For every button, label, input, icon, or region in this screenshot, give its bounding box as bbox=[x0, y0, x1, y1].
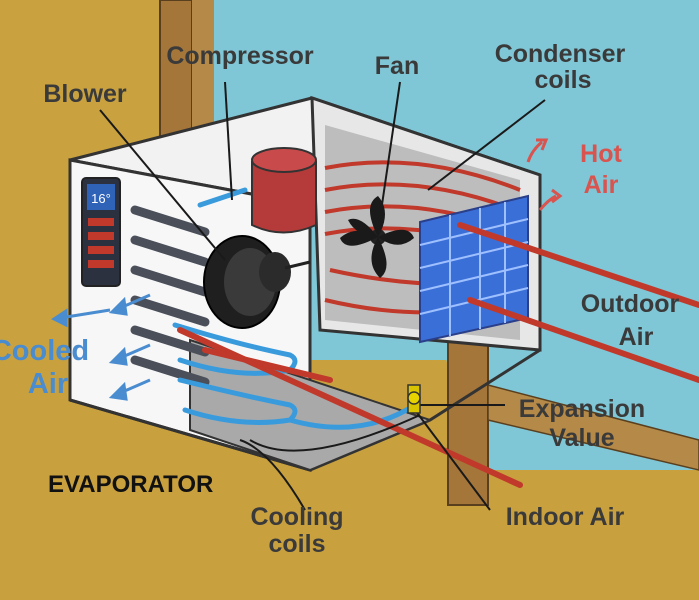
label-expansion-line1: Expansion bbox=[519, 395, 645, 423]
label-blower: Blower bbox=[43, 80, 127, 108]
label-hot-air-line2: Air bbox=[584, 171, 619, 199]
compressor-top bbox=[251, 147, 317, 173]
label-condenser-line1: Condenser bbox=[495, 40, 626, 68]
label-condenser-line2: coils bbox=[535, 66, 592, 94]
fan bbox=[340, 196, 414, 278]
window-sill bbox=[487, 384, 699, 471]
window-post-left bbox=[159, 0, 193, 141]
control-button-3 bbox=[88, 246, 114, 254]
label-compressor: Compressor bbox=[166, 42, 314, 70]
control-button-2 bbox=[88, 232, 114, 240]
cooling-coils bbox=[172, 187, 418, 430]
window-post-left-shadow bbox=[192, 0, 214, 150]
label-expansion-line2: Value bbox=[549, 424, 614, 452]
label-cooled-line1: Cooled bbox=[0, 335, 89, 367]
front-grille bbox=[130, 205, 210, 387]
control-button-1 bbox=[88, 218, 114, 226]
wall-lower-right bbox=[440, 0, 699, 470]
hot-air-arrows bbox=[526, 138, 563, 211]
label-cooling-line2: coils bbox=[269, 530, 326, 558]
condenser-coil-lines bbox=[419, 202, 529, 336]
compressor-body bbox=[251, 161, 317, 234]
display-screen bbox=[87, 184, 115, 210]
label-hot-air-line1: Hot bbox=[580, 140, 622, 168]
label-outdoor-line1: Outdoor bbox=[581, 290, 680, 318]
label-cooled-line2: Air bbox=[28, 368, 68, 400]
label-cooling-line1: Cooling bbox=[250, 503, 343, 531]
control-button-4 bbox=[88, 260, 114, 268]
leader-lines bbox=[99, 81, 546, 511]
label-evaporator: EVAPORATOR bbox=[48, 471, 213, 498]
display-temp: 16° bbox=[91, 191, 111, 206]
cooled-air-arrows bbox=[51, 293, 151, 401]
expansion-valve bbox=[407, 384, 421, 414]
label-outdoor-line2: Air bbox=[619, 323, 654, 351]
label-fan: Fan bbox=[375, 52, 419, 80]
label-indoor-air: Indoor Air bbox=[506, 503, 625, 531]
refrigerant-red-lines bbox=[177, 222, 699, 488]
blower bbox=[203, 235, 311, 329]
